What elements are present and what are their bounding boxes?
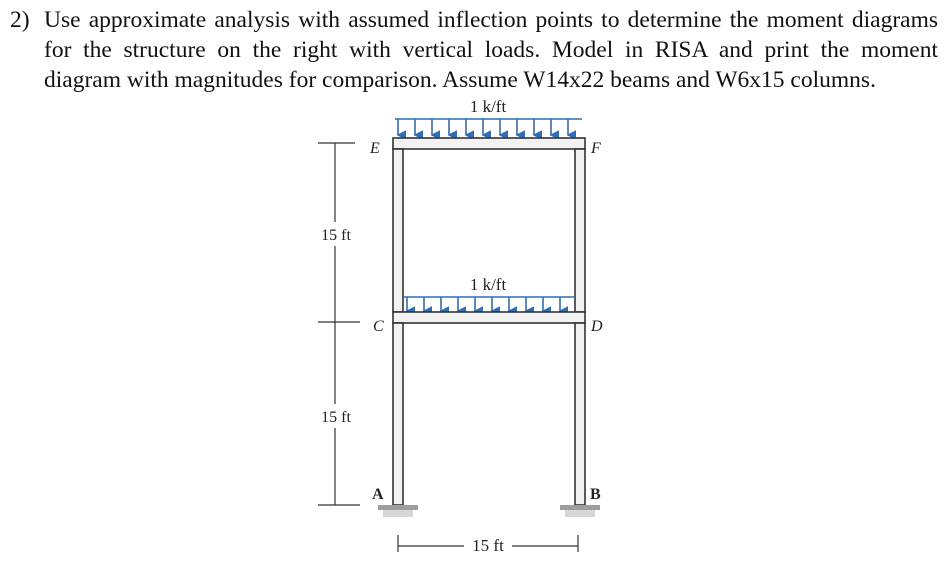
column-bd [574,322,586,506]
node-label-f: F [590,140,601,157]
node-label-d: D [590,318,603,335]
node-label-c: C [373,318,384,335]
node-label-a: A [372,486,384,503]
span-label: 15 ft [472,536,504,555]
column-ac [392,322,404,506]
support-b [560,505,600,517]
problem-line-2: for the structure on the right with vert… [44,37,938,63]
support-a [378,505,418,517]
node-label-e: E [369,140,380,157]
node-label-b: B [590,486,601,503]
mid-distributed-load [404,296,574,316]
problem-line-1: Use approximate analysis with assumed in… [44,7,938,33]
lower-height-label: 15 ft [321,409,351,426]
beam-cd [392,311,586,324]
upper-height-label: 15 ft [321,227,351,244]
height-dimension-lines [318,142,360,506]
beam-ef [392,137,586,150]
problem-number: 2) [10,7,30,33]
mid-load-label: 1 k/ft [470,275,507,294]
span-dimension-lines [397,535,579,552]
top-load-label: 1 k/ft [470,97,507,116]
problem-line-3: diagram with magnitudes for comparison. … [44,67,876,93]
column-ce [392,148,404,313]
column-df [574,148,586,313]
top-distributed-load [395,118,582,140]
